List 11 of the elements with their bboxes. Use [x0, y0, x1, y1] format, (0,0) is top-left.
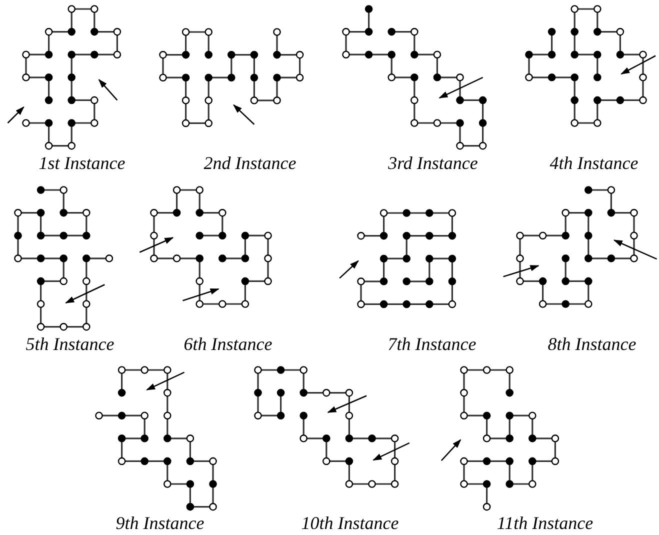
caption: 9th Instance: [116, 513, 204, 533]
caption: 4th Instance: [550, 153, 638, 173]
caption: 5th Instance: [26, 334, 114, 354]
caption: 10th Instance: [301, 513, 399, 533]
caption: 3rd Instance: [388, 153, 478, 173]
caption: 1st Instance: [38, 153, 126, 173]
caption: 2nd Instance: [204, 153, 296, 173]
caption: 11th Instance: [496, 513, 594, 533]
caption: 6th Instance: [184, 334, 272, 354]
caption: 8th Instance: [548, 334, 636, 354]
caption: 7th Instance: [388, 334, 476, 354]
